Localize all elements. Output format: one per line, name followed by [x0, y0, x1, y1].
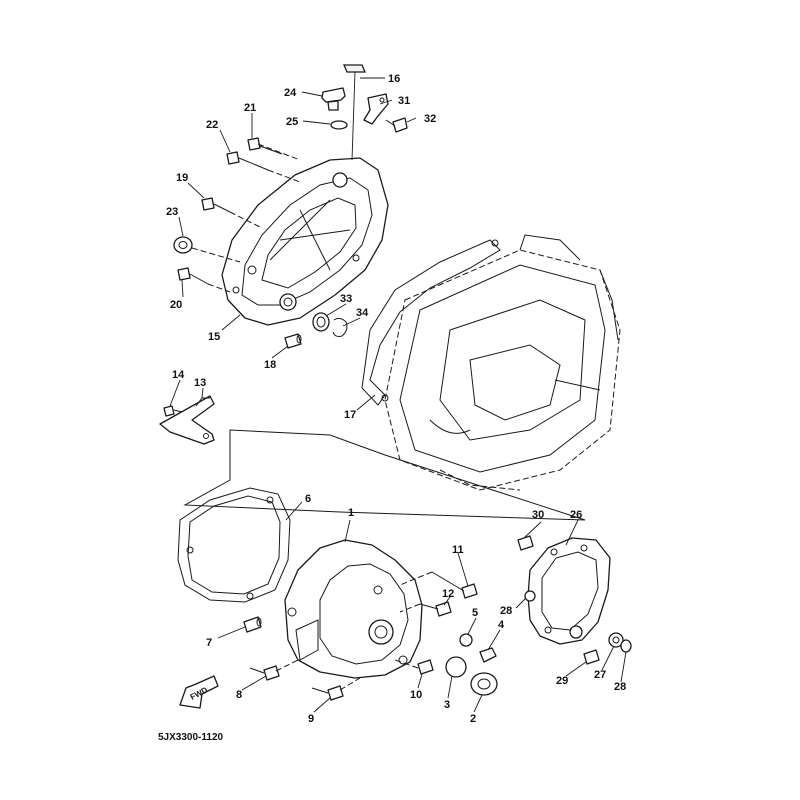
part-19-bolt: [201, 197, 263, 229]
callout-11: 11: [452, 544, 464, 556]
part-10-bolt: [394, 659, 434, 675]
callout-7: 7: [206, 637, 212, 649]
part-22-bolt: [226, 151, 301, 183]
part-7-dowel-pin: [243, 616, 262, 633]
part-23-grommet: [173, 236, 241, 263]
part-20-bolt: [177, 267, 231, 293]
callout-22: 22: [206, 119, 218, 131]
part-32-bolt: [385, 117, 408, 133]
part-8-bolt: [249, 659, 299, 681]
part-18-dowel-pin: [284, 333, 302, 349]
part-5-o-ring: [459, 633, 473, 647]
callout-24: 24: [284, 87, 297, 99]
assembly-outline: [183, 429, 586, 521]
callout-13: 13: [194, 377, 206, 389]
callout-4: 4: [498, 619, 505, 631]
callout-17: 17: [344, 409, 356, 421]
part-31-bracket: [363, 93, 389, 125]
engine-block: [384, 234, 621, 491]
callout-32: 32: [424, 113, 436, 125]
drawing-code: 5JX3300-1120: [158, 732, 224, 743]
part-4-plug: [479, 647, 497, 663]
callout-10: 10: [410, 689, 422, 701]
callout-6: 6: [305, 493, 311, 505]
part-25-o-ring: [330, 120, 348, 130]
callout-20: 20: [170, 299, 182, 311]
part-27-collar: [608, 632, 624, 648]
callout-1: 1: [348, 507, 354, 519]
callout-15: 15: [208, 331, 220, 343]
part-12-bolt: [399, 601, 452, 617]
part-24-oil-filler-cap: [321, 87, 346, 111]
callout-12: 12: [442, 588, 454, 600]
part-34-circlip: [332, 317, 348, 337]
callout-31: 31: [398, 95, 410, 107]
part-13-guide-plate: [159, 395, 215, 445]
part-9-bolt: [311, 677, 361, 701]
part-21-bolt: [247, 137, 301, 161]
callout-5: 5: [472, 607, 478, 619]
part-14-screw: [163, 405, 183, 417]
callout-labels: 1 2 3 4 5 6 7 8 9 10 11 12 13 14 15 16 1…: [166, 73, 626, 725]
callout-28-left: 28: [500, 605, 512, 617]
leader-lines: [169, 77, 627, 713]
part-30-dowel-pin: [517, 535, 534, 551]
callout-21: 21: [244, 102, 256, 114]
callout-16: 16: [388, 73, 400, 85]
part-26-sprocket-cover: [527, 537, 611, 645]
part-28-bolt-upper: [524, 590, 536, 602]
part-29-bolt: [583, 649, 600, 665]
callout-18: 18: [264, 359, 276, 371]
callout-26: 26: [570, 509, 582, 521]
part-3-o-ring: [445, 656, 467, 678]
callout-28-right: 28: [614, 681, 626, 693]
part-1-crankcase-cover: [284, 539, 423, 679]
crankcase-cover-left: [221, 157, 389, 326]
callout-9: 9: [308, 713, 314, 725]
callout-34: 34: [356, 307, 369, 319]
part-6-gasket: [177, 487, 291, 603]
callout-33: 33: [340, 293, 352, 305]
part-2-cap: [470, 672, 498, 696]
part-28-washer-lower: [620, 639, 632, 653]
callout-3: 3: [444, 699, 450, 711]
callout-2: 2: [470, 713, 476, 725]
part-11-bolt: [399, 571, 478, 599]
callout-8: 8: [236, 689, 242, 701]
fwd-arrow-icon: FWD: [179, 675, 219, 709]
callout-30: 30: [532, 509, 544, 521]
callout-27: 27: [594, 669, 606, 681]
callout-25: 25: [286, 116, 298, 128]
part-33-oil-seal: [312, 312, 330, 332]
callout-23: 23: [166, 206, 178, 218]
crankcase-cover-gasket: [361, 239, 501, 406]
part-16-label-plate: [343, 64, 366, 161]
callout-14: 14: [172, 369, 185, 381]
callout-19: 19: [176, 172, 188, 184]
callout-29: 29: [556, 675, 568, 687]
